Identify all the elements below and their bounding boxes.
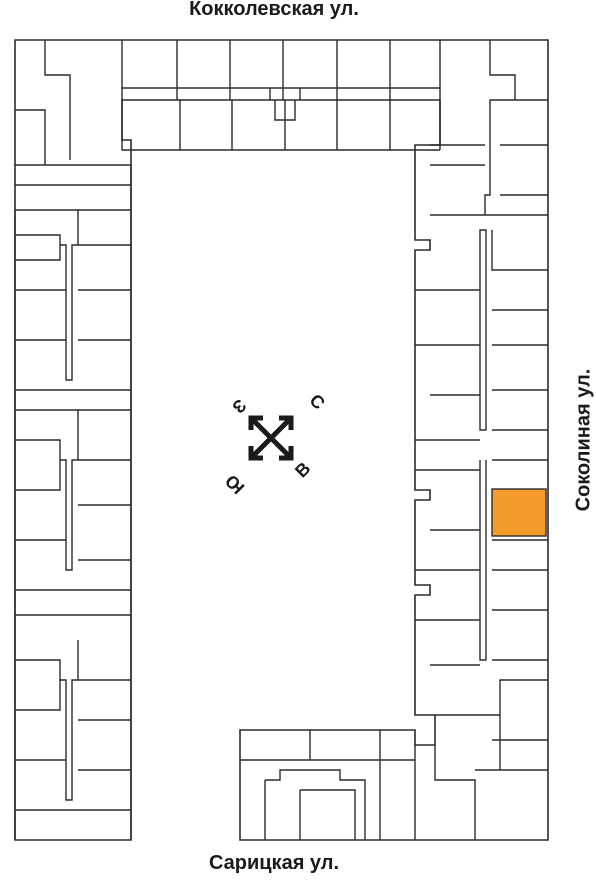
highlighted-apartment[interactable] <box>491 488 547 537</box>
street-label-top: Кокколевская ул. <box>189 0 359 20</box>
corner-top-left <box>15 40 131 211</box>
compass-north: С <box>306 390 329 413</box>
top-wing <box>121 40 441 151</box>
right-wing <box>415 40 548 771</box>
street-label-bottom: Сарицкая ул. <box>208 852 340 874</box>
compass-east: В <box>291 458 314 481</box>
left-wing <box>14 165 132 840</box>
compass: С В Ю З <box>221 390 329 498</box>
compass-arrows-icon <box>248 415 294 461</box>
compass-west: З <box>228 395 250 417</box>
street-label-right: Соколиная ул. <box>572 368 595 512</box>
bottom-block <box>240 730 476 840</box>
compass-south: Ю <box>221 471 248 498</box>
